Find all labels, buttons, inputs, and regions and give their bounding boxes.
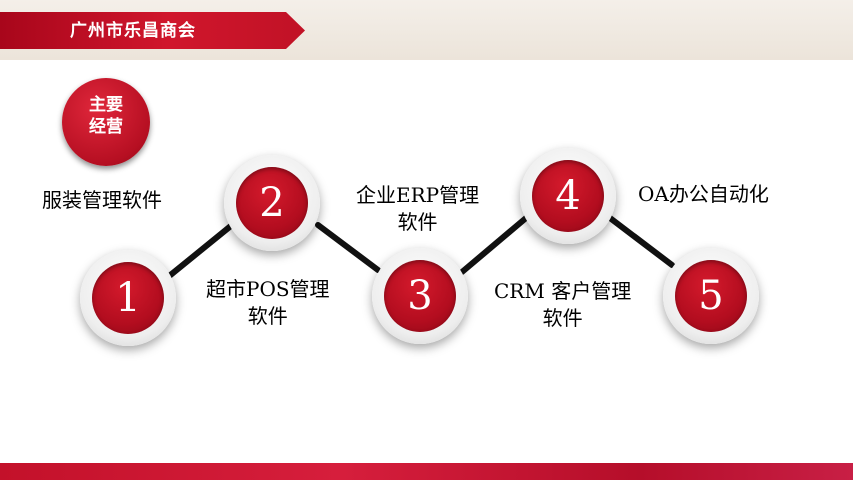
step-number-2: 2 <box>259 180 285 226</box>
step-number-4: 4 <box>555 173 581 219</box>
step-number-3: 3 <box>407 273 433 319</box>
step-node-3: 3 <box>372 248 468 344</box>
step-number-5: 5 <box>698 273 724 319</box>
step-node-5: 5 <box>663 248 759 344</box>
header-banner <box>0 12 305 49</box>
connector-4-5 <box>607 215 675 268</box>
step-label-3: 企业ERP管理 软件 <box>356 183 480 234</box>
step-label-1: 服装管理软件 <box>42 188 162 212</box>
connector-2-3 <box>315 222 381 273</box>
section-badge <box>62 78 150 166</box>
page-title: 广州市乐昌商会 <box>70 21 196 41</box>
step-node-1: 1 <box>80 250 176 346</box>
step-number-1: 1 <box>115 275 141 321</box>
step-label-5: OA办公自动化 <box>638 182 769 206</box>
badge-line-1: 主要 <box>89 95 123 115</box>
bottom-decoration-band <box>0 463 853 480</box>
connector-3-4 <box>459 215 529 275</box>
step-label-4: CRM 客户管理 软件 <box>494 279 632 330</box>
step-label-2: 超市POS管理 软件 <box>206 277 330 328</box>
connector-1-2 <box>165 222 235 280</box>
badge-line-2: 经营 <box>89 117 123 137</box>
section-badge-label: 主要 经营 <box>62 94 150 138</box>
step-node-4: 4 <box>520 148 616 244</box>
step-node-2: 2 <box>224 155 320 251</box>
